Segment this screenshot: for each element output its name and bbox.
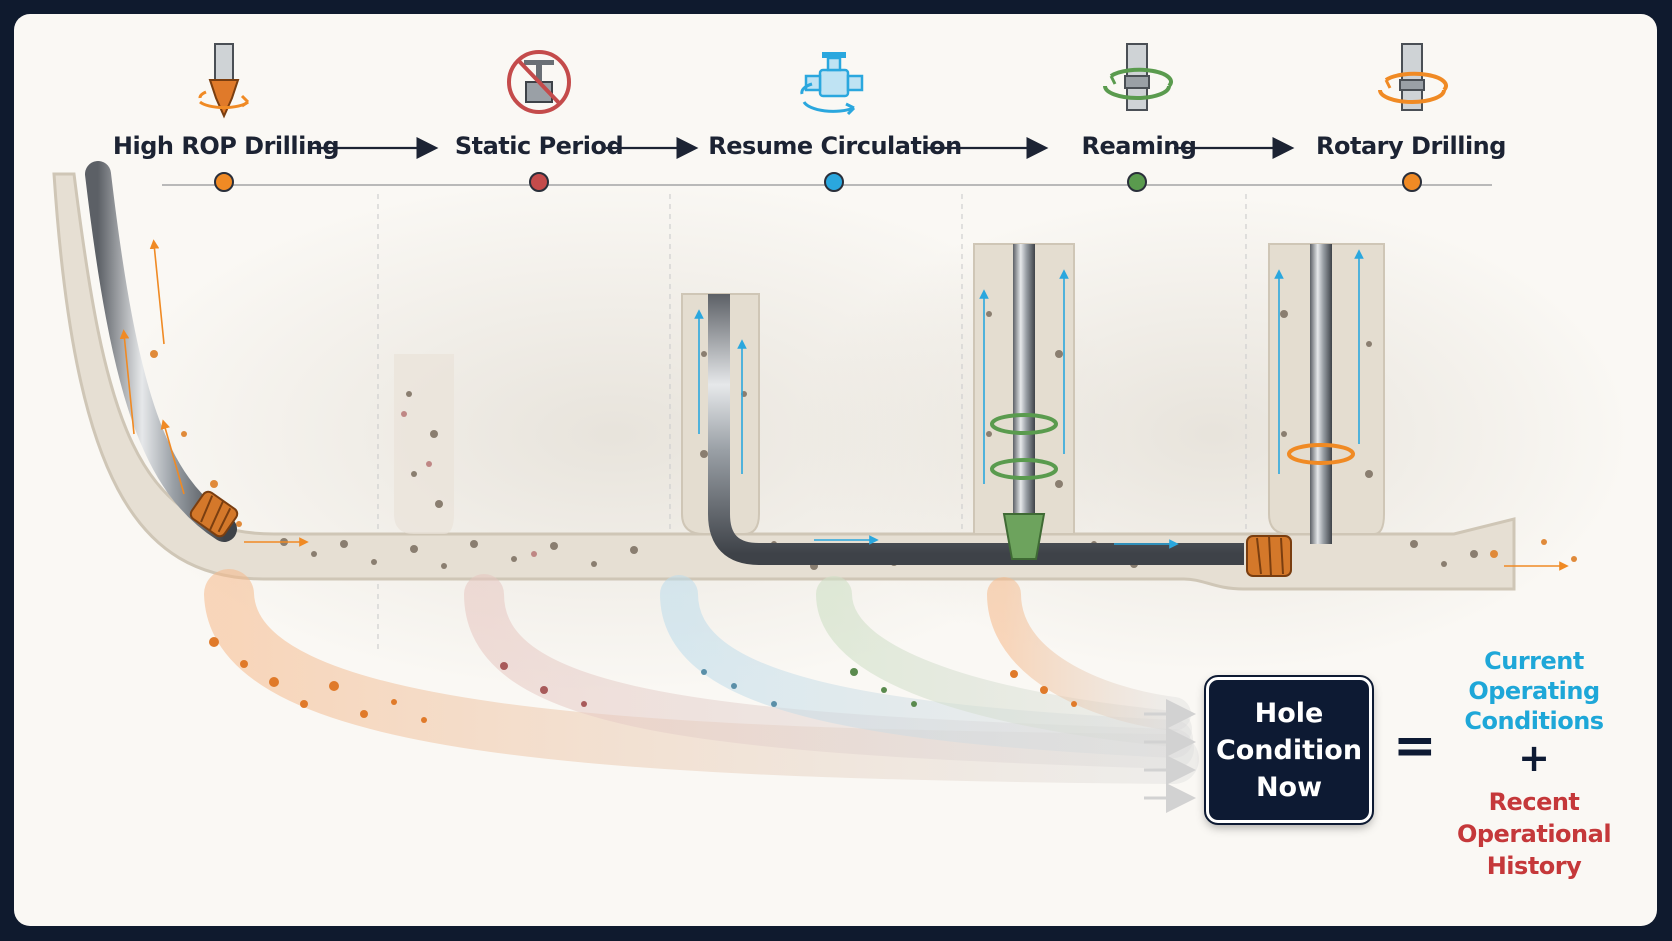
stage-label-reaming: Reaming — [1081, 132, 1197, 160]
stage-dot-static-period — [529, 172, 549, 192]
circulation-flow-arrows — [694, 249, 1364, 549]
recent-operational-history: Recent Operational History — [1444, 786, 1624, 882]
stage-dot-resume-circulation — [824, 172, 844, 192]
drill-pipe-horizontal — [708, 294, 1244, 565]
wellbore-diagram — [52, 161, 1634, 813]
hole-condition-line-2: Condition — [1215, 734, 1363, 766]
stage-label-static-period: Static Period — [454, 132, 624, 160]
recent-line-1: Recent — [1488, 788, 1580, 816]
current-line-1: Current — [1484, 647, 1584, 675]
recent-line-3: History — [1486, 852, 1582, 880]
history-arrowheads — [1144, 699, 1196, 813]
diagram-canvas: High ROP Drilling Static Period Resume C… — [14, 14, 1657, 926]
current-line-3: Conditions — [1464, 707, 1604, 735]
plus-sign: + — [1518, 736, 1550, 780]
stage-label-rotary-drilling: Rotary Drilling — [1316, 132, 1506, 160]
drill-bit-stage5 — [1246, 535, 1292, 577]
recent-line-2: Operational — [1456, 820, 1612, 848]
hole-condition-line-1: Hole — [1254, 697, 1324, 729]
wellbore-annulus — [52, 172, 1516, 591]
hole-condition-line-3: Now — [1255, 771, 1323, 803]
stage-label-resume-circulation: Resume Circulation — [708, 132, 962, 160]
stream-particles — [209, 637, 1077, 723]
reamer-tool — [1002, 513, 1046, 560]
stage-connectors — [310, 137, 1295, 159]
history-streams — [204, 569, 1199, 784]
current-line-2: Operating — [1468, 677, 1600, 705]
stage-label-high-rop-drilling: High ROP Drilling — [112, 132, 340, 160]
reaming-rotation-rings — [990, 413, 1058, 480]
drill-bit-stage1 — [189, 490, 239, 538]
cuttings-flow-arrows — [119, 239, 1569, 571]
stage-dot-rotary-drilling — [1402, 172, 1422, 192]
stage-dot-reaming — [1127, 172, 1147, 192]
no-valve-icon — [507, 50, 571, 114]
stage-dot-high-rop-drilling — [214, 172, 234, 192]
drill-pipe-rotary — [1310, 244, 1332, 544]
drill-pipe-reaming — [1013, 244, 1035, 544]
pump-circulation-icon — [800, 52, 864, 116]
rotary-pipe-icon — [1378, 43, 1448, 111]
rotary-rotation-ring — [1287, 443, 1355, 465]
hole-condition-box: Hole Condition Now — [1204, 675, 1374, 825]
reamer-rotating-icon — [1103, 43, 1173, 111]
equals-sign: = — [1393, 716, 1437, 776]
current-operating-conditions: Current Operating Conditions — [1444, 646, 1624, 736]
drill-bit-rotating-icon — [198, 43, 250, 119]
